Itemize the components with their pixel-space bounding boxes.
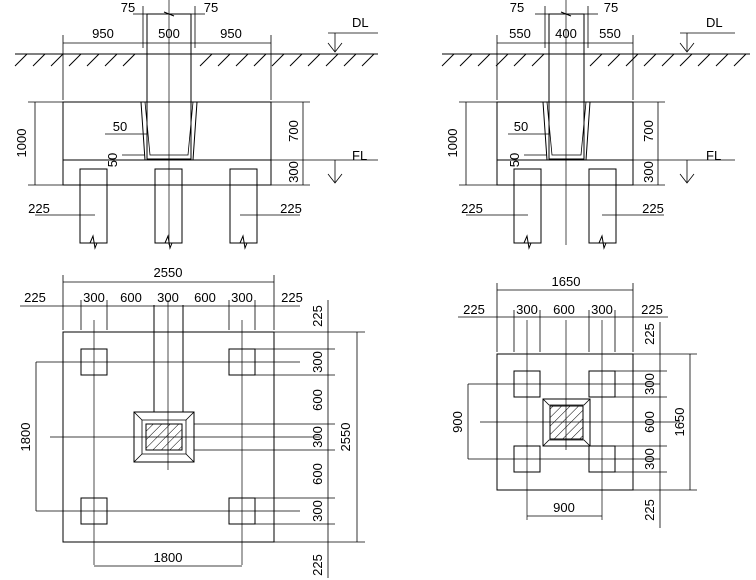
right-socket-50: 50 — [514, 119, 528, 134]
right-plan-row-1: 300 — [516, 302, 538, 317]
right-ground-hatch — [441, 53, 750, 67]
left-plan-overall: 2550 — [154, 265, 183, 280]
right-socket-50b: 50 — [507, 153, 522, 167]
left-pile-225a: 225 — [28, 201, 50, 216]
right-plan-overall: 1650 — [552, 274, 581, 289]
right-plan-left-dim: 900 — [450, 411, 465, 433]
left-plan-view: 2550 225 300 600 300 600 300 225 225 300… — [18, 265, 365, 578]
left-socket-50: 50 — [113, 119, 127, 134]
right-plan-row-0: 225 — [463, 302, 485, 317]
left-plan-col-6: 225 — [310, 554, 325, 576]
left-plan-bottom-dim: 1800 — [154, 550, 183, 565]
left-fl-label: FL — [352, 148, 367, 163]
left-h-1000: 1000 — [14, 129, 29, 158]
right-plan-col-1: 300 — [642, 373, 657, 395]
left-socket-50b: 50 — [105, 153, 120, 167]
right-plan-right-total: 1650 — [672, 408, 687, 437]
right-plan-row-3: 300 — [591, 302, 613, 317]
right-top-75b: 75 — [604, 0, 618, 15]
left-top-75a: 75 — [121, 0, 135, 15]
right-pile-225b: 225 — [642, 201, 664, 216]
right-plan-col-2: 600 — [642, 411, 657, 433]
left-pile-cap — [62, 101, 272, 186]
right-plan-bottom-dim: 900 — [553, 500, 575, 515]
right-top-75a: 75 — [510, 0, 524, 15]
left-socket — [140, 101, 198, 161]
left-plan-col-4: 600 — [310, 463, 325, 485]
left-plan-right-total: 2550 — [338, 423, 353, 452]
left-plan-col-5: 300 — [310, 500, 325, 522]
right-dl-label: DL — [706, 15, 723, 30]
right-plan-row-2: 600 — [553, 302, 575, 317]
right-top-400: 400 — [555, 26, 577, 41]
right-plan-col-4: 225 — [642, 499, 657, 521]
left-plan-row-5: 300 — [231, 290, 253, 305]
left-top-950a: 950 — [92, 26, 114, 41]
left-plan-row-3: 300 — [157, 290, 179, 305]
left-plan-col-1: 300 — [310, 351, 325, 373]
right-h-700: 700 — [641, 120, 656, 142]
left-plan-col-0: 225 — [310, 305, 325, 327]
left-plan-row-6: 225 — [281, 290, 303, 305]
right-pile-cap — [496, 101, 634, 186]
left-plan-col-2: 600 — [310, 389, 325, 411]
right-h-1000: 1000 — [445, 129, 460, 158]
left-plan-row-4: 600 — [194, 290, 216, 305]
left-plan-col-3: 300 — [310, 426, 325, 448]
left-piles — [79, 168, 258, 250]
left-plan-left-dim: 1800 — [18, 423, 33, 452]
left-dl-label: DL — [352, 15, 369, 30]
left-top-500: 500 — [158, 26, 180, 41]
right-plan-col-3: 300 — [642, 448, 657, 470]
left-top-950b: 950 — [220, 26, 242, 41]
left-plan-row-2: 600 — [120, 290, 142, 305]
right-plan-column-hatch — [549, 405, 584, 440]
right-top-550a: 550 — [509, 26, 531, 41]
left-pile-225b: 225 — [280, 201, 302, 216]
left-top-75b: 75 — [204, 0, 218, 15]
right-section-view: 75 75 550 400 550 DL FL 1000 700 300 50 … — [441, 0, 750, 250]
left-plan-row-0: 225 — [24, 290, 46, 305]
right-pile-225a: 225 — [461, 201, 483, 216]
right-top-550b: 550 — [599, 26, 621, 41]
right-plan-view: 1650 225 300 600 300 225 225 300 600 300… — [450, 274, 697, 528]
right-plan-row-4: 225 — [641, 302, 663, 317]
right-piles — [513, 168, 617, 250]
right-fl-label: FL — [706, 148, 721, 163]
right-h-300: 300 — [641, 161, 656, 183]
right-plan-col-0: 225 — [642, 323, 657, 345]
left-h-700: 700 — [286, 120, 301, 142]
left-section-view: 75 75 950 500 950 DL FL 1000 700 300 50 … — [14, 0, 378, 250]
right-socket — [542, 101, 591, 161]
left-ground-hatch — [14, 53, 378, 67]
left-plan-row-1: 300 — [83, 290, 105, 305]
left-h-300: 300 — [286, 161, 301, 183]
